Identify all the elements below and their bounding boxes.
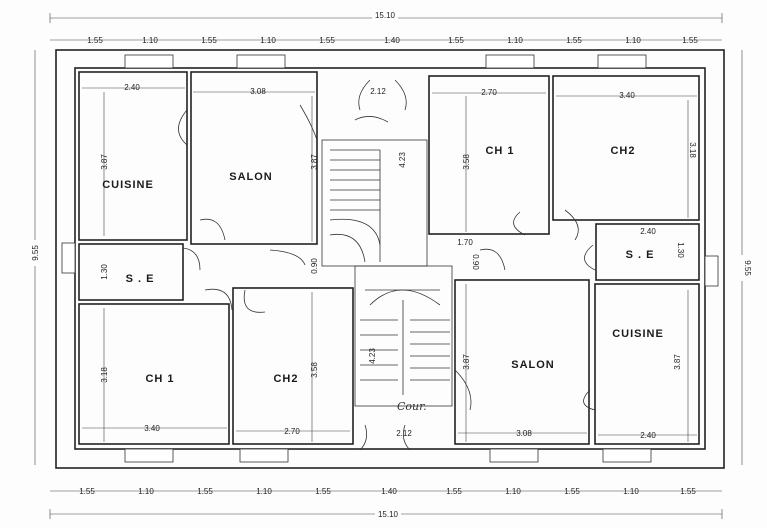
room-label-ch1-right: CH 1 — [485, 145, 514, 157]
top-seg-3: 1.55 — [201, 36, 217, 45]
dim-ch1-width-bottom: 3.40 — [144, 424, 160, 433]
dim-salon-width-bottom: 3.08 — [516, 429, 532, 438]
windows-bottom — [124, 448, 652, 463]
room-label-se-left: S . E — [126, 273, 155, 285]
bottom-seg-4: 1.10 — [256, 487, 272, 496]
dim-cuisine-width-top: 2.40 — [124, 83, 140, 92]
dim-stair-height-bottom: 4.23 — [368, 348, 377, 364]
total-height-right: 9.55 — [743, 260, 752, 276]
bottom-seg-3: 1.55 — [197, 487, 213, 496]
side-dimensions: 9.55 9.55 — [28, 50, 752, 465]
dim-salon-height-left: 3.87 — [310, 154, 319, 170]
dim-ch2-width-bottom: 2.70 — [284, 427, 300, 436]
bottom-total-dimension: 15.10 — [49, 506, 723, 519]
top-seg-11: 1.55 — [682, 36, 698, 45]
bottom-seg-7: 1.55 — [446, 487, 462, 496]
room-label-salon-left: SALON — [229, 171, 273, 183]
outer-walls — [55, 49, 725, 469]
dim-salon-width-top: 3.08 — [250, 87, 266, 96]
annotations: Cour. — [354, 116, 427, 413]
dim-ch1-width-top: 2.70 — [481, 88, 497, 97]
total-height-left: 9.55 — [31, 245, 40, 261]
bottom-segment-dimensions: 1.55 1.10 1.55 1.10 1.55 1.40 1.55 1.10 … — [50, 487, 722, 496]
bottom-seg-1: 1.55 — [79, 487, 95, 496]
windows-top — [124, 54, 647, 69]
dim-cuisine-height-right: 3.87 — [673, 354, 682, 370]
top-seg-7: 1.55 — [448, 36, 464, 45]
windows-sides — [61, 242, 719, 287]
bottom-seg-5: 1.55 — [315, 487, 331, 496]
bottom-seg-2: 1.10 — [138, 487, 154, 496]
dim-ch1-height-left: 3.18 — [100, 367, 109, 383]
room-label-se-right: S . E — [626, 249, 655, 261]
dim-hall-height-left: 0.90 — [310, 258, 319, 274]
top-seg-5: 1.55 — [319, 36, 335, 45]
dim-ch1-height-top: 3.58 — [462, 154, 471, 170]
interior-dimension-lines — [82, 87, 697, 442]
bottom-seg-11: 1.55 — [680, 487, 696, 496]
bottom-seg-8: 1.10 — [505, 487, 521, 496]
dim-stair-height-top: 4.23 — [398, 152, 407, 168]
room-label-salon-right: SALON — [511, 359, 555, 371]
door-swings — [178, 79, 596, 451]
dim-salon-height-right: 3.87 — [462, 354, 471, 370]
dim-se-height-right: 1.30 — [676, 242, 685, 258]
top-seg-10: 1.10 — [625, 36, 641, 45]
interior-walls — [78, 71, 700, 445]
room-label-ch2-right: CH2 — [610, 145, 635, 157]
bottom-seg-9: 1.55 — [564, 487, 580, 496]
room-label-cuisine-right: CUISINE — [612, 328, 664, 340]
bottom-seg-6: 1.40 — [381, 487, 397, 496]
top-seg-9: 1.55 — [566, 36, 582, 45]
staircase — [329, 149, 450, 395]
dim-ch2-height-left: 3.58 — [310, 362, 319, 378]
dim-hall-width-bottom: 2.12 — [396, 429, 412, 438]
dim-se-width-right: 2.40 — [640, 227, 656, 236]
top-seg-2: 1.10 — [142, 36, 158, 45]
dim-se-height-left: 1.30 — [100, 264, 109, 280]
room-label-ch1-left: CH 1 — [145, 373, 174, 385]
cour-annotation: Cour. — [397, 400, 427, 413]
top-segment-dimensions: 1.55 1.10 1.55 1.10 1.55 1.40 1.55 1.10 … — [50, 36, 722, 45]
bottom-seg-10: 1.10 — [623, 487, 639, 496]
top-seg-6: 1.40 — [384, 36, 400, 45]
dim-cuisine-height-left: 3.87 — [100, 154, 109, 170]
dim-cuisine-width-bottom: 2.40 — [640, 431, 656, 440]
room-label-cuisine-left: CUISINE — [102, 179, 154, 191]
total-width-top: 15.10 — [375, 11, 396, 20]
top-seg-1: 1.55 — [87, 36, 103, 45]
dim-hall-width-right: 1.70 — [457, 238, 473, 247]
interior-dimension-labels: 2.40 3.08 2.12 2.70 3.40 3.87 3.87 4.23 … — [100, 83, 697, 440]
top-seg-8: 1.10 — [507, 36, 523, 45]
top-total-dimension: 15.10 — [49, 9, 723, 23]
dim-ch2-width-top: 3.40 — [619, 91, 635, 100]
dim-hall-height-right: 0.90 — [471, 254, 480, 270]
dim-ch2-height-top: 3.18 — [688, 142, 697, 158]
total-width-bottom: 15.10 — [378, 510, 399, 519]
dim-hall-width-top: 2.12 — [370, 87, 386, 96]
room-labels: CUISINE SALON S . E CH 1 CH2 CH 1 CH2 S … — [102, 145, 664, 385]
top-seg-4: 1.10 — [260, 36, 276, 45]
room-label-ch2-left: CH2 — [273, 373, 298, 385]
